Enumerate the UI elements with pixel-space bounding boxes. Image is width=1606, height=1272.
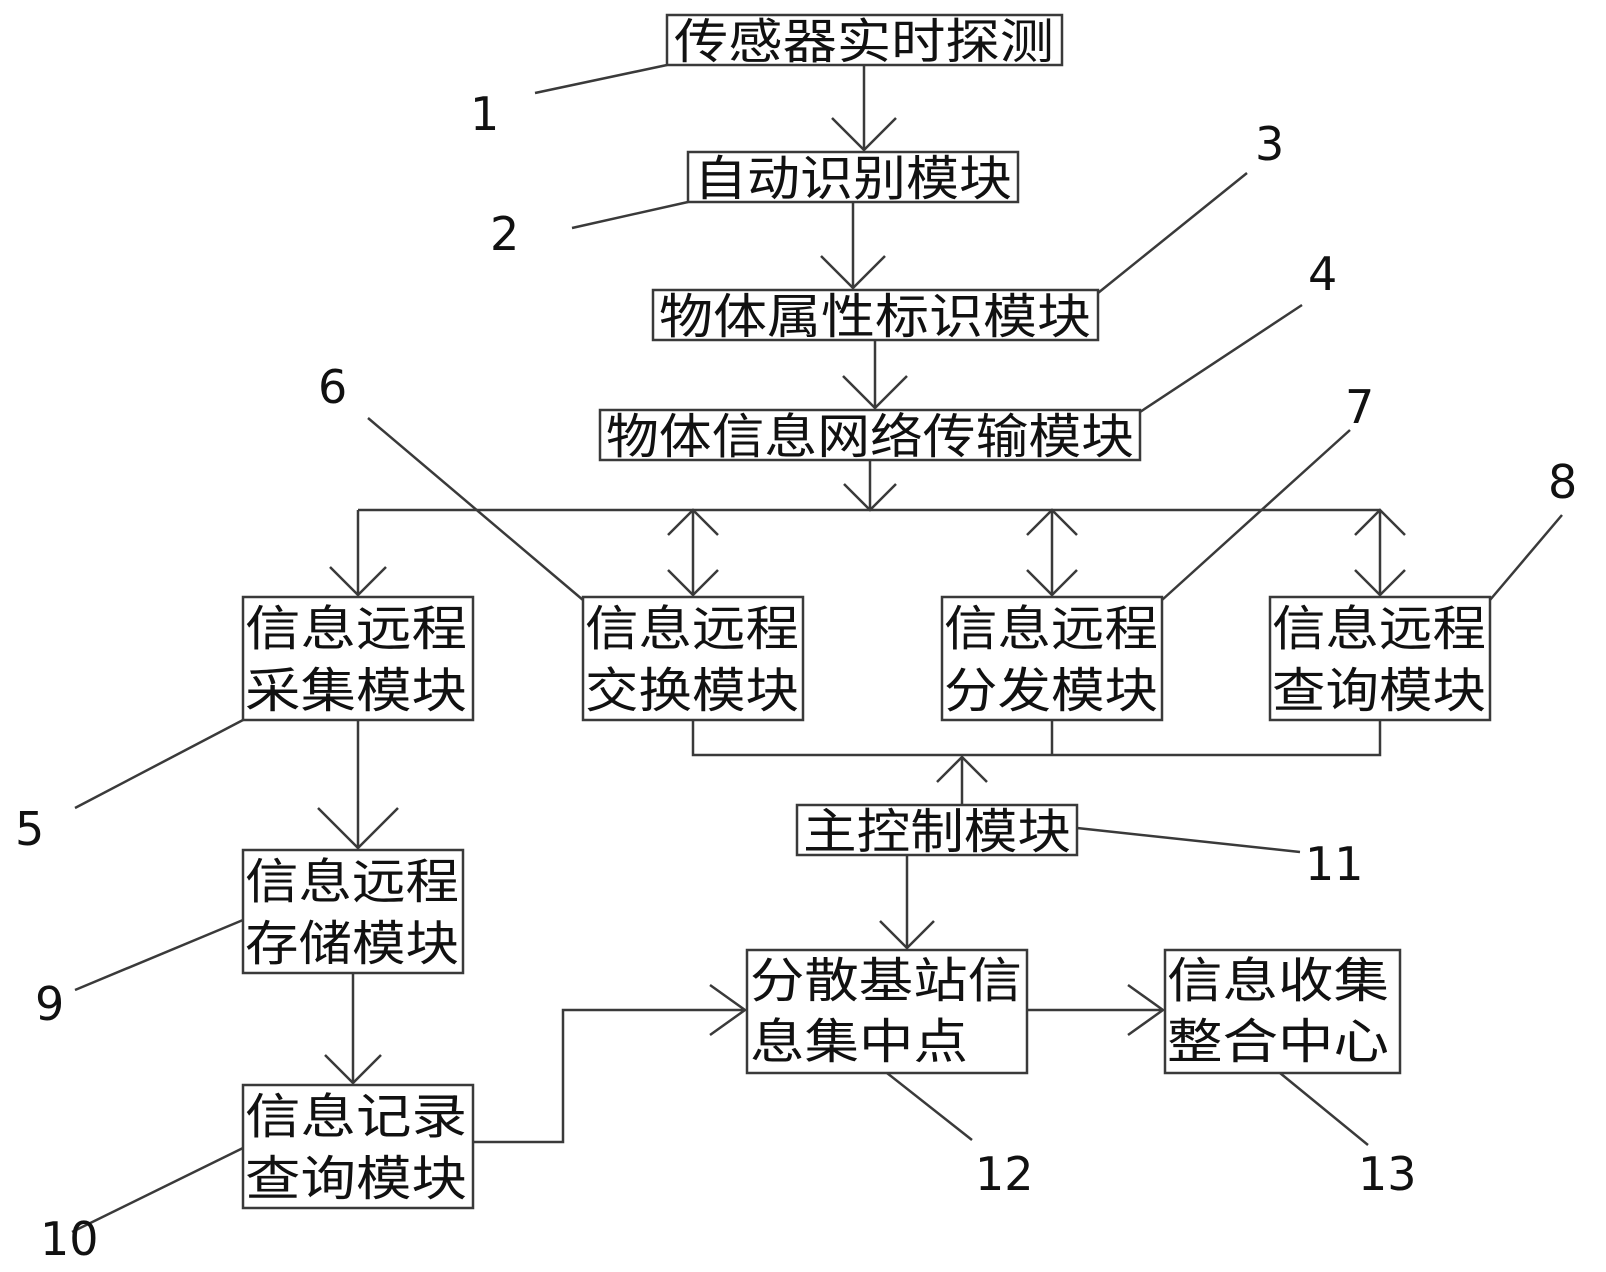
arrow-12-to-13 (1027, 983, 1166, 1037)
leader-13 (1279, 1072, 1369, 1146)
box-attribute-id: 物体属性标识模块 (651, 288, 1100, 345)
box-remote-exchange-line2: 交换模块 (585, 663, 799, 719)
box-remote-distribution-line2: 分发模块 (944, 663, 1158, 719)
box-remote-distribution: 信息远程 分发模块 (940, 595, 1164, 722)
box-integration-center: 信息收集 整合中心 (1163, 948, 1402, 1075)
box-remote-query-line1: 信息远程 (1272, 601, 1486, 657)
box-main-control-text: 主控制模块 (803, 804, 1071, 860)
box-base-station-point-line2: 息集中点 (750, 1014, 968, 1070)
arrow-11-to-control-bus (936, 755, 988, 805)
box-main-control: 主控制模块 (795, 803, 1079, 860)
label-6: 6 (318, 360, 347, 414)
box-record-query-line1: 信息记录 (245, 1089, 467, 1145)
leader-10 (71, 1146, 244, 1234)
leader-6 (367, 417, 584, 601)
box-integration-center-line2: 整合中心 (1167, 1014, 1389, 1070)
box-sensor-detection-text: 传感器实时探测 (674, 14, 1054, 70)
leader-12 (886, 1072, 973, 1141)
box-remote-storage: 信息远程 存储模块 (241, 848, 465, 975)
leader-5 (74, 718, 244, 810)
box-remote-distribution-line1: 信息远程 (944, 601, 1158, 657)
label-12: 12 (975, 1147, 1034, 1201)
leader-7 (1161, 429, 1351, 601)
leader-9 (74, 918, 244, 992)
leader-1 (534, 63, 668, 95)
box-remote-storage-line2: 存储模块 (245, 916, 459, 972)
arrow-2-to-3 (820, 202, 886, 290)
box-auto-recognition-text: 自动识别模块 (694, 151, 1012, 207)
box-network-transmission: 物体信息网络传输模块 (598, 408, 1142, 465)
label-11: 11 (1305, 837, 1364, 891)
leader-2 (571, 200, 689, 230)
label-13: 13 (1358, 1147, 1417, 1201)
arrow-3-to-4 (842, 340, 908, 410)
box-remote-query: 信息远程 查询模块 (1268, 595, 1492, 722)
arrow-bus-to-8 (1354, 508, 1406, 597)
label-3: 3 (1255, 117, 1284, 171)
box-base-station-point: 分散基站信 息集中点 (745, 948, 1029, 1075)
label-7: 7 (1345, 380, 1374, 434)
box-record-query-line2: 查询模块 (245, 1151, 467, 1207)
box-base-station-point-line1: 分散基站信 (750, 953, 1022, 1009)
box-network-transmission-text: 物体信息网络传输模块 (606, 409, 1134, 465)
arrow-5-to-9 (317, 720, 399, 850)
box-integration-center-line1: 信息收集 (1167, 953, 1389, 1009)
box-sensor-detection: 传感器实时探测 (665, 13, 1064, 70)
arrow-bus-to-6 (667, 508, 719, 597)
box-remote-collection: 信息远程 采集模块 (241, 595, 475, 722)
arrow-bus-to-5 (329, 510, 387, 597)
label-10: 10 (40, 1212, 99, 1266)
box-record-query: 信息记录 查询模块 (241, 1083, 475, 1210)
box-remote-collection-line2: 采集模块 (245, 663, 467, 719)
label-8: 8 (1548, 455, 1577, 509)
arrow-bus-to-7 (1026, 508, 1078, 597)
control-bus (691, 720, 1382, 757)
label-4: 4 (1308, 247, 1337, 301)
arrow-1-to-2 (831, 65, 897, 152)
box-remote-query-line2: 查询模块 (1272, 663, 1486, 719)
arrow-10-to-12 (473, 983, 748, 1144)
box-remote-collection-line1: 信息远程 (245, 601, 467, 657)
arrow-11-to-12 (879, 855, 935, 950)
box-remote-exchange-line1: 信息远程 (585, 601, 799, 657)
label-1: 1 (470, 87, 499, 141)
box-auto-recognition: 自动识别模块 (686, 150, 1020, 207)
label-9: 9 (35, 977, 64, 1031)
label-2: 2 (490, 207, 519, 261)
box-attribute-id-text: 物体属性标识模块 (659, 289, 1091, 345)
leader-4 (1139, 303, 1303, 414)
box-remote-storage-line1: 信息远程 (245, 854, 459, 910)
arrow-9-to-10 (324, 973, 382, 1085)
box-remote-exchange: 信息远程 交换模块 (581, 595, 805, 722)
leader-3 (1097, 172, 1248, 294)
arrow-4-to-bus (843, 460, 897, 512)
leader-11 (1076, 826, 1301, 854)
label-5: 5 (15, 802, 44, 856)
leader-8 (1489, 514, 1563, 601)
